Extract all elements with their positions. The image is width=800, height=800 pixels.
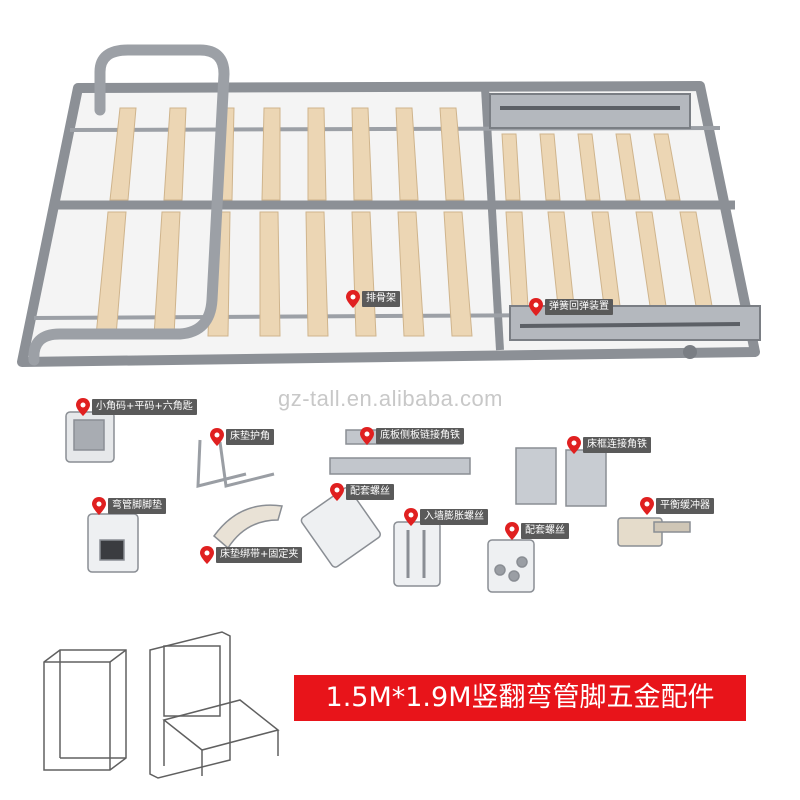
- map-pin-icon: [330, 483, 344, 501]
- label-text: 弯管脚脚垫: [108, 498, 166, 514]
- label-anchor-bolts: 入墙膨胀螺丝: [404, 508, 488, 526]
- label-spring: 弹簧回弹装置: [529, 298, 613, 316]
- label-strap: 床垫绑带+固定夹: [200, 546, 303, 564]
- title-banner: 1.5M*1.9M竖翻弯管脚五金配件: [294, 675, 746, 721]
- map-pin-icon: [200, 546, 214, 564]
- watermark-text: gz-tall.en.alibaba.com: [278, 386, 504, 411]
- handle-hoop: [28, 44, 230, 366]
- map-pin-icon: [210, 428, 224, 446]
- map-pin-icon: [346, 290, 360, 308]
- map-pin-icon: [640, 497, 654, 515]
- map-pin-icon: [505, 522, 519, 540]
- label-text: 配套螺丝: [521, 523, 569, 539]
- label-text: 床垫护角: [226, 429, 274, 445]
- map-pin-icon: [76, 398, 90, 416]
- label-text: 床垫绑带+固定夹: [216, 547, 303, 563]
- label-text: 小角码+平码+六角匙: [92, 399, 197, 415]
- label-side-bracket: 底板侧板链接角铁: [360, 427, 464, 445]
- label-text: 排骨架: [362, 291, 400, 307]
- label-corner-code: 小角码+平码+六角匙: [76, 398, 197, 416]
- map-pin-icon: [404, 508, 418, 526]
- label-text: 平衡缓冲器: [656, 498, 714, 514]
- label-text: 配套螺丝: [346, 484, 394, 500]
- cabinet-sketches: [43, 631, 280, 779]
- label-slats: 排骨架: [346, 290, 400, 308]
- label-foot-pad: 弯管脚脚垫: [92, 497, 166, 515]
- label-text: 床框连接角铁: [583, 437, 651, 453]
- map-pin-icon: [529, 298, 543, 316]
- hardware-parts: [65, 411, 691, 593]
- map-pin-icon: [360, 427, 374, 445]
- label-screws-2: 配套螺丝: [505, 522, 569, 540]
- label-screws-1: 配套螺丝: [330, 483, 394, 501]
- label-text: 弹簧回弹装置: [545, 299, 613, 315]
- label-buffer: 平衡缓冲器: [640, 497, 714, 515]
- label-text: 底板侧板链接角铁: [376, 428, 464, 444]
- label-frame-bracket: 床框连接角铁: [567, 436, 651, 454]
- map-pin-icon: [567, 436, 581, 454]
- spring-mechanism: [489, 93, 761, 359]
- label-mattress-guard: 床垫护角: [210, 428, 274, 446]
- slats: [95, 107, 713, 337]
- label-text: 入墙膨胀螺丝: [420, 509, 488, 525]
- map-pin-icon: [92, 497, 106, 515]
